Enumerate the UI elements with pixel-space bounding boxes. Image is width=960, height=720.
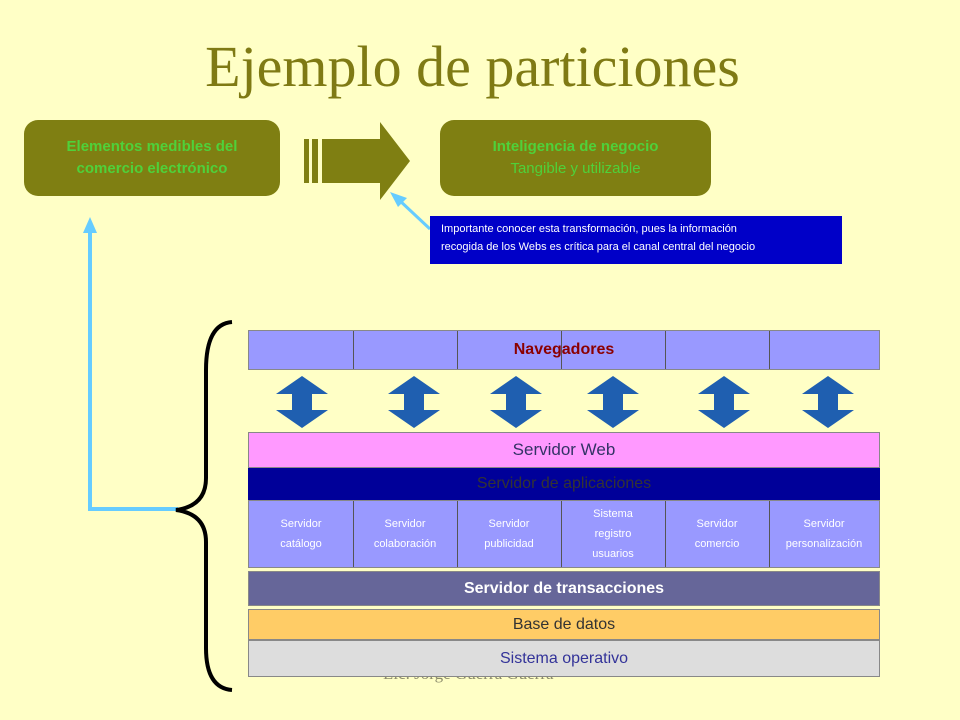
note-line2: recogida de los Webs es crítica para el … bbox=[441, 241, 756, 253]
brace-path bbox=[175, 320, 233, 692]
browser-cell bbox=[353, 331, 458, 369]
browser-cell bbox=[457, 331, 562, 369]
application-server-label: Servidor de aplicaciones bbox=[476, 475, 652, 492]
arrow-stripe-1 bbox=[304, 139, 309, 183]
transaction-server-layer: Servidor de transacciones bbox=[248, 571, 880, 606]
browser-cell bbox=[561, 331, 666, 369]
browsers-label: Navegadores bbox=[513, 341, 615, 358]
database-layer: Base de datos bbox=[248, 609, 880, 640]
connectors bbox=[83, 192, 432, 511]
catalog-server-line1: Servidor bbox=[280, 518, 322, 530]
personalization-server-line1: Servidor bbox=[803, 518, 845, 530]
advertising-server-line2: publicidad bbox=[484, 538, 534, 550]
page-title: Ejemplo de particiones bbox=[205, 34, 740, 99]
transaction-server-label: Servidor de transacciones bbox=[463, 579, 665, 597]
database-label: Base de datos bbox=[512, 615, 616, 633]
catalog-server-line2: catálogo bbox=[280, 538, 322, 550]
double-arrow-icon bbox=[587, 376, 639, 428]
collaboration-server: Servidor colaboración bbox=[353, 501, 458, 567]
note-line1: Importante conocer esta transformación, … bbox=[441, 223, 737, 235]
business-intelligence-line1: Inteligencia de negocio bbox=[492, 138, 659, 155]
left-connector-arrowhead bbox=[83, 217, 97, 233]
collaboration-server-line1: Servidor bbox=[384, 518, 426, 530]
arrow-body bbox=[322, 122, 410, 200]
transform-arrow bbox=[304, 122, 410, 200]
personalization-server-line2: personalización bbox=[785, 538, 863, 550]
operating-system-layer: Sistema operativo bbox=[248, 640, 880, 677]
double-arrow-icon bbox=[698, 376, 750, 428]
catalog-server: Servidor catálogo bbox=[249, 501, 354, 567]
note-connector-line bbox=[396, 197, 432, 231]
measurable-elements-line1: Elementos medibles del bbox=[66, 138, 238, 155]
personalization-server: Servidor personalización bbox=[769, 501, 879, 567]
application-server-layer: Servidor de aplicaciones bbox=[248, 468, 880, 500]
servers-layer: Servidor catálogo Servidor colaboración … bbox=[248, 500, 880, 568]
double-arrow-icon bbox=[388, 376, 440, 428]
double-arrow-icon bbox=[276, 376, 328, 428]
commerce-server: Servidor comercio bbox=[665, 501, 770, 567]
web-server-label: Servidor Web bbox=[512, 440, 616, 459]
arrow-stripe-2 bbox=[312, 139, 318, 183]
measurable-elements-line2: comercio electrónico bbox=[76, 160, 228, 177]
operating-system-label: Sistema operativo bbox=[499, 649, 629, 667]
browser-cell bbox=[249, 331, 354, 369]
note-connector-arrowhead bbox=[390, 192, 407, 207]
web-server-layer: Servidor Web bbox=[248, 432, 880, 468]
browsers-layer: Navegadores bbox=[248, 330, 880, 370]
user-registry-line1: Sistema bbox=[593, 508, 633, 520]
business-intelligence-line2: Tangible y utilizable bbox=[510, 160, 641, 177]
double-arrows bbox=[276, 376, 854, 428]
advertising-server: Servidor publicidad bbox=[457, 501, 562, 567]
double-arrow-icon bbox=[802, 376, 854, 428]
note-box: Importante conocer esta transformación, … bbox=[430, 216, 842, 264]
commerce-server-line2: comercio bbox=[694, 538, 740, 550]
collaboration-server-line2: colaboración bbox=[373, 538, 437, 550]
user-registry-system: Sistema registro usuarios bbox=[561, 501, 666, 567]
user-registry-line3: usuarios bbox=[592, 548, 634, 560]
browser-cell bbox=[665, 331, 770, 369]
commerce-server-line1: Servidor bbox=[696, 518, 738, 530]
measurable-elements-box: Elementos medibles del comercio electrón… bbox=[24, 120, 280, 196]
grouping-brace bbox=[175, 320, 233, 692]
business-intelligence-box: Inteligencia de negocio Tangible y utili… bbox=[440, 120, 711, 196]
advertising-server-line1: Servidor bbox=[488, 518, 530, 530]
user-registry-line2: registro bbox=[594, 528, 632, 540]
double-arrow-icon bbox=[490, 376, 542, 428]
